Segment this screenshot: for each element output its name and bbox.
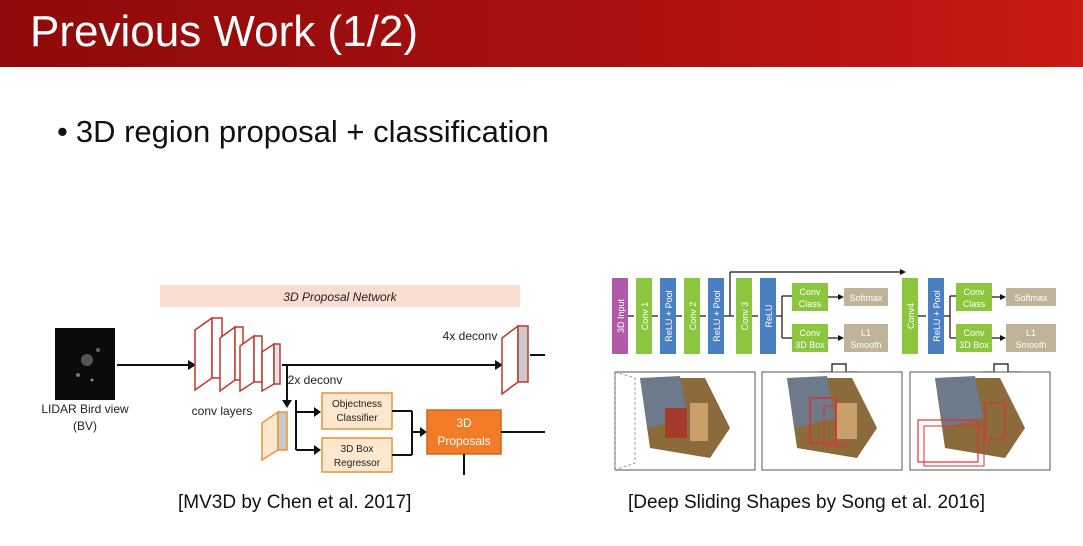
proposals-box [426, 409, 502, 455]
conv-layer-stack [194, 316, 281, 393]
title-bar: Previous Work (1/2) [0, 0, 1083, 67]
deconv4-block [501, 324, 529, 396]
head-a-conv-box-2: 3D Box [795, 340, 825, 350]
proposal-network-banner [160, 285, 520, 307]
bullet-dot-icon: • [57, 114, 68, 149]
scene-panel-1 [614, 371, 756, 471]
block-conv3: Conv 3 [740, 302, 750, 331]
block-relu-pool-1: ReLU + Pool [664, 290, 674, 341]
bird-view-label-2: (BV) [73, 419, 97, 433]
bird-view-label-1: LIDAR Bird view [41, 402, 129, 416]
head-b-l1-1: L1 [1026, 328, 1036, 338]
head-b-l1-2: Smooth [1015, 340, 1046, 350]
head-b-conv-class-2: Class [963, 299, 986, 309]
regressor-label-2: Regressor [334, 458, 381, 469]
mv3d-diagram: 3D Proposal Network LIDAR Bird view (BV)… [41, 285, 545, 475]
dss-caption: [Deep Sliding Shapes by Song et al. 2016… [628, 492, 986, 513]
block-conv1: Conv 1 [640, 302, 650, 331]
proposal-network-label: 3D Proposal Network [283, 290, 397, 304]
block-relu-pool-2: ReLU + Pool [712, 290, 722, 341]
head-b-conv-box-2: 3D Box [959, 340, 989, 350]
block-relu: ReLU [764, 304, 774, 327]
block-relu-pool-3: ReLU + Pool [932, 290, 942, 341]
deconv2-label: 2x deconv [288, 373, 343, 387]
bullet-text: 3D region proposal + classification [75, 114, 549, 149]
head-a-l1-2: Smooth [850, 340, 881, 350]
proposals-label-2: Proposals [437, 434, 490, 448]
block-conv4: Conv4 [906, 303, 916, 329]
head-b-conv-box-1: Conv [963, 328, 985, 338]
scene-panel-3 [909, 371, 1051, 471]
regressor-label-1: 3D Box [341, 444, 374, 455]
scene-panel-2 [761, 371, 903, 471]
head-a-l1-1: L1 [861, 328, 871, 338]
block-conv2: Conv 2 [688, 302, 698, 331]
bullet-item: •3D region proposal + classification [57, 112, 549, 152]
objectness-label-2: Classifier [336, 413, 378, 424]
deconv4-label: 4x deconv [443, 329, 498, 343]
head-b-conv-class-1: Conv [963, 287, 985, 297]
deconv2-block [261, 410, 288, 462]
head-b-softmax: Softmax [1014, 293, 1048, 303]
mv3d-caption: [MV3D by Chen et al. 2017] [178, 492, 412, 513]
objectness-label-1: Objectness [332, 399, 382, 410]
dss-diagram: 3D Input Conv 1 ReLU + Pool Conv 2 ReLU … [612, 269, 1056, 471]
head-a-conv-class-2: Class [799, 299, 822, 309]
head-a-conv-class-1: Conv [799, 287, 821, 297]
head-a-conv-box-1: Conv [799, 328, 821, 338]
block-3d-input: 3D Input [616, 298, 626, 333]
conv-layers-label: conv layers [192, 404, 253, 418]
objectness-box [321, 392, 393, 430]
proposals-label-1: 3D [456, 416, 472, 430]
head-a-softmax: Softmax [849, 293, 883, 303]
slide-title: Previous Work (1/2) [30, 7, 418, 56]
